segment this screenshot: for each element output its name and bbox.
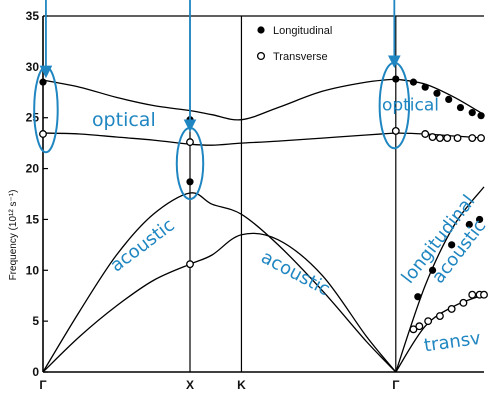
point-longitudinal <box>456 103 465 112</box>
branch-TA <box>42 232 397 373</box>
point-longitudinal <box>39 78 47 86</box>
y-axis-label: Frequency (10¹² s⁻¹) <box>8 190 19 281</box>
point-transverse <box>409 325 418 334</box>
y-tick-label: 0 <box>32 365 39 379</box>
branch-LO <box>42 78 396 121</box>
x-tick-label: K <box>237 378 246 392</box>
point-longitudinal <box>186 178 194 186</box>
annotation-label: acoustic <box>258 247 334 301</box>
branch-TO <box>42 132 396 146</box>
point-transverse <box>424 317 433 326</box>
point-transverse <box>435 312 444 321</box>
branch-LO <box>395 78 485 116</box>
x-tick-label: X <box>186 378 194 392</box>
point-transverse <box>480 290 488 299</box>
point-transverse <box>428 133 437 141</box>
points-group <box>39 75 488 334</box>
point-longitudinal <box>445 95 453 104</box>
point-transverse <box>468 290 477 299</box>
y-tick-label: 30 <box>26 60 40 74</box>
point-longitudinal <box>421 83 429 91</box>
highlight-ellipse <box>378 61 411 150</box>
y-tick-label: 10 <box>26 263 40 277</box>
point-transverse <box>443 134 452 143</box>
point-transverse <box>459 298 468 307</box>
axes-group: 0 5 10 15 20 25 30 35Γ X K Γ <box>26 9 484 392</box>
point-transverse <box>435 134 444 143</box>
legend-marker-transverse <box>256 51 266 61</box>
annotation-label: transv <box>423 328 483 357</box>
point-longitudinal <box>448 241 456 249</box>
point-transverse <box>447 304 456 313</box>
point-transverse <box>468 134 477 143</box>
y-tick-label: 15 <box>26 212 40 226</box>
y-tick-label: 5 <box>32 314 39 328</box>
point-longitudinal <box>477 112 485 120</box>
point-transverse <box>186 260 194 269</box>
point-transverse <box>39 130 47 138</box>
x-tick-label: Γ <box>39 378 47 392</box>
point-transverse <box>453 134 462 143</box>
point-transverse <box>477 134 486 143</box>
highlight-ellipse <box>175 126 205 201</box>
point-longitudinal <box>465 220 473 229</box>
branch-LA <box>42 192 397 373</box>
legend-marker-longitudinal <box>257 26 265 34</box>
point-longitudinal <box>475 215 484 224</box>
legend-label-longitudinal: Longitudinal <box>273 25 332 37</box>
branch-LA <box>395 186 485 373</box>
annotation-label: optical <box>382 96 439 116</box>
annotation-label: optical <box>92 109 156 131</box>
legend-label-transverse: Transverse <box>273 51 328 63</box>
point-transverse <box>415 322 424 331</box>
point-longitudinal <box>414 293 422 301</box>
y-tick-label: 20 <box>26 162 40 176</box>
y-tick-label: 35 <box>26 9 40 23</box>
point-transverse <box>186 138 194 147</box>
y-tick-label: 25 <box>26 111 40 125</box>
point-longitudinal <box>468 109 476 117</box>
point-transverse <box>391 126 400 135</box>
point-longitudinal <box>409 78 418 86</box>
point-longitudinal <box>433 89 441 97</box>
x-tick-label: Γ <box>392 378 400 392</box>
highlight-ellipse <box>33 65 59 154</box>
point-longitudinal <box>428 266 437 274</box>
point-transverse <box>421 130 430 138</box>
point-longitudinal <box>392 75 400 83</box>
legend: Longitudinal Transverse <box>256 25 332 63</box>
